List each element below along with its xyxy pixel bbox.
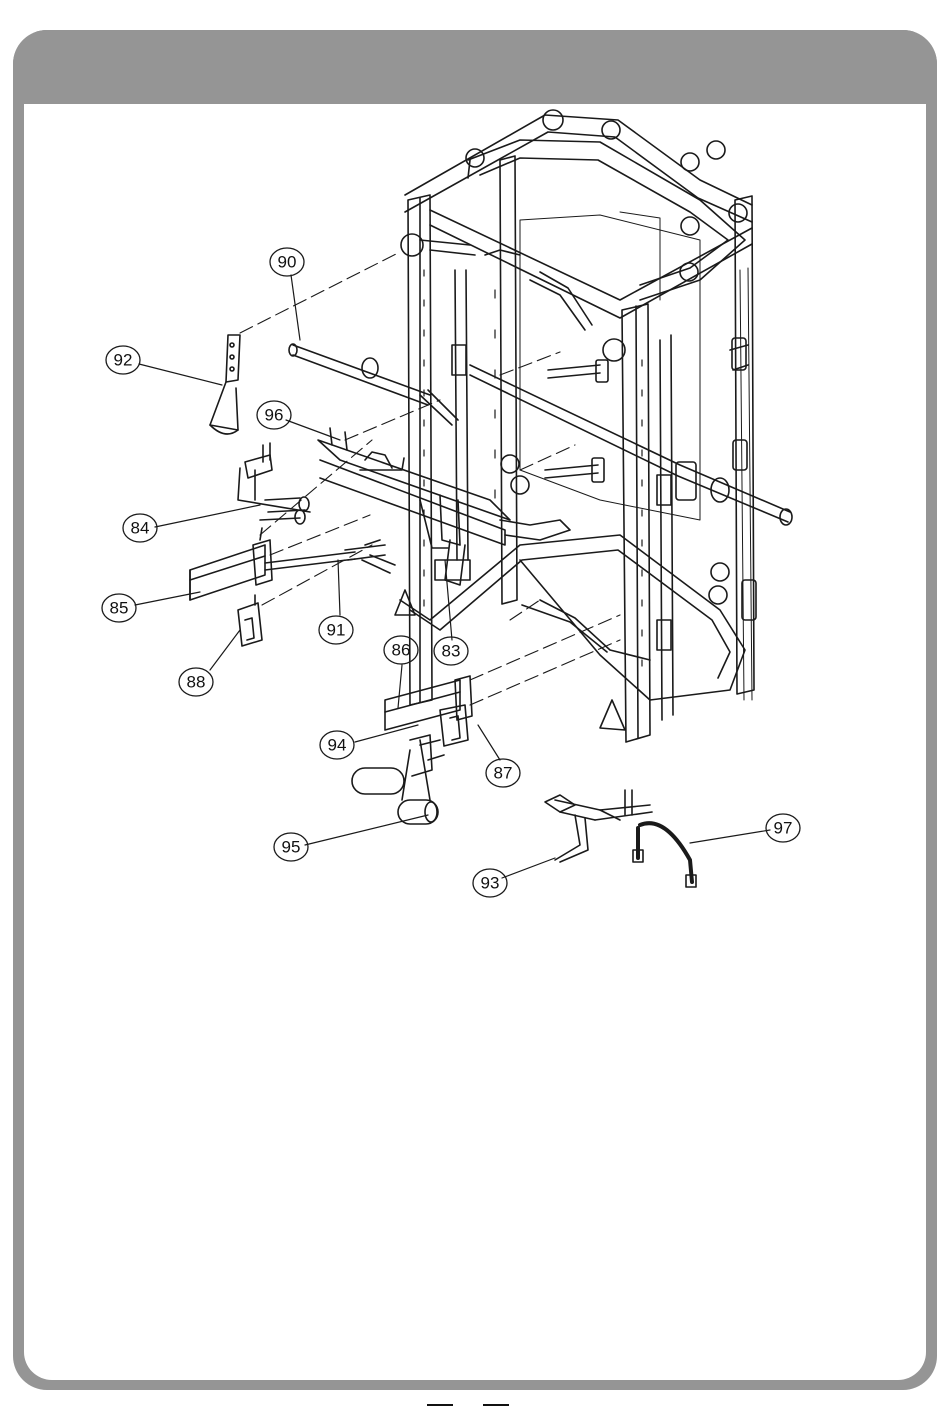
callout-85: 85 xyxy=(110,599,129,618)
part-85-lever-arm xyxy=(190,528,272,600)
callout-95: 95 xyxy=(282,838,301,857)
callout-87: 87 xyxy=(494,764,513,783)
callout-94: 94 xyxy=(328,736,347,755)
callout-84: 84 xyxy=(131,519,150,538)
callout-92: 92 xyxy=(114,351,133,370)
callout-86: 86 xyxy=(392,641,411,660)
part-93-attachment xyxy=(545,790,652,862)
part-90-straight-bar xyxy=(289,344,458,425)
callout-97: 97 xyxy=(774,819,793,838)
part-84-attachment xyxy=(238,443,310,524)
callout-88: 88 xyxy=(187,673,206,692)
part-91-bar xyxy=(265,540,395,573)
part-88-j-hook xyxy=(238,595,262,646)
callout-91: 91 xyxy=(327,621,346,640)
part-92-handle xyxy=(210,335,240,434)
part-95-leg-roller xyxy=(352,735,444,824)
callout-96: 96 xyxy=(265,406,284,425)
callout-93: 93 xyxy=(481,874,500,893)
page-number-mark-right xyxy=(483,1404,509,1406)
page-number-mark-left xyxy=(427,1404,453,1406)
callout-circles xyxy=(102,248,800,897)
part-97-rope xyxy=(633,823,696,887)
callout-90: 90 xyxy=(278,253,297,272)
lever-arm-assembly xyxy=(318,428,570,585)
callout-83: 83 xyxy=(442,642,461,661)
